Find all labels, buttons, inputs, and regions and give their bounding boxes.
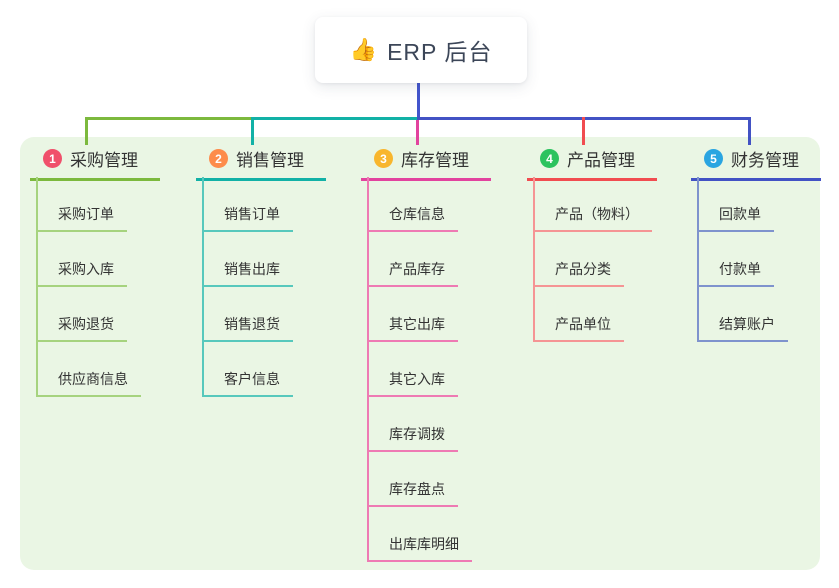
connector-drop-product: [582, 117, 585, 145]
mindmap-child-node[interactable]: 仓库信息: [367, 204, 458, 232]
mindmap-child-node[interactable]: 产品分类: [533, 259, 624, 287]
connector-drop-inventory: [416, 120, 419, 145]
branch-header-finance[interactable]: 5 财务管理: [691, 146, 821, 181]
branch-child-connector: [367, 177, 369, 562]
mindmap-child-node[interactable]: 产品（物料）: [533, 204, 652, 232]
branch-child-connector: [533, 177, 535, 342]
thumbs-up-icon: 👍: [349, 37, 378, 62]
branch-number-badge: 3: [374, 149, 393, 168]
connector-drop-finance: [748, 117, 751, 145]
connector-root-vertical: [417, 83, 420, 120]
connector-drop-sales: [251, 117, 254, 145]
branch-label: 产品管理: [567, 151, 635, 170]
branch-sales: 2 销售管理 销售订单 销售出库 销售退货 客户信息: [196, 146, 366, 397]
connector-backbone-sales: [251, 117, 418, 120]
branch-child-connector: [697, 177, 699, 342]
mindmap-child-node[interactable]: 销售出库: [202, 259, 293, 287]
branch-number-badge: 5: [704, 149, 723, 168]
root-node[interactable]: 👍 ERP 后台: [315, 17, 527, 83]
branches-panel: [20, 137, 820, 570]
branch-inventory: 3 库存管理 仓库信息 产品库存 其它出库 其它入库 库存调拨 库存盘点 出库库…: [361, 146, 531, 562]
mindmap-child-node[interactable]: 结算账户: [697, 314, 788, 342]
branch-header-product[interactable]: 4 产品管理: [527, 146, 657, 181]
branch-number-badge: 4: [540, 149, 559, 168]
mindmap-child-node[interactable]: 采购入库: [36, 259, 127, 287]
mindmap-child-node[interactable]: 销售退货: [202, 314, 293, 342]
mindmap-child-node[interactable]: 库存盘点: [367, 479, 458, 507]
mindmap-child-node[interactable]: 付款单: [697, 259, 774, 287]
mindmap-child-node[interactable]: 出库库明细: [367, 534, 472, 562]
branch-product: 4 产品管理 产品（物料） 产品分类 产品单位: [527, 146, 697, 342]
branch-label: 采购管理: [70, 151, 138, 170]
branch-header-inventory[interactable]: 3 库存管理: [361, 146, 491, 181]
mindmap-child-node[interactable]: 回款单: [697, 204, 774, 232]
branch-header-purchase[interactable]: 1 采购管理: [30, 146, 160, 181]
branch-header-sales[interactable]: 2 销售管理: [196, 146, 326, 181]
branch-label: 财务管理: [731, 151, 799, 170]
root-title: ERP 后台: [387, 39, 493, 65]
branch-child-connector: [202, 177, 204, 397]
mindmap-child-node[interactable]: 采购订单: [36, 204, 127, 232]
branch-finance: 5 财务管理 回款单 付款单 结算账户: [691, 146, 839, 342]
mindmap-child-node[interactable]: 库存调拨: [367, 424, 458, 452]
mindmap-child-node[interactable]: 采购退货: [36, 314, 127, 342]
branch-child-connector: [36, 177, 38, 397]
mindmap-child-node[interactable]: 供应商信息: [36, 369, 141, 397]
mindmap-child-node[interactable]: 销售订单: [202, 204, 293, 232]
mindmap-child-node[interactable]: 产品库存: [367, 259, 458, 287]
branch-label: 库存管理: [401, 151, 469, 170]
branch-number-badge: 2: [209, 149, 228, 168]
mindmap-child-node[interactable]: 产品单位: [533, 314, 624, 342]
connector-backbone-purchase: [85, 117, 253, 120]
connector-drop-purchase: [85, 117, 88, 145]
branch-label: 销售管理: [236, 151, 304, 170]
branch-number-badge: 1: [43, 149, 62, 168]
mindmap-child-node[interactable]: 其它出库: [367, 314, 458, 342]
branch-purchase: 1 采购管理 采购订单 采购入库 采购退货 供应商信息: [30, 146, 200, 397]
mindmap-child-node[interactable]: 其它入库: [367, 369, 458, 397]
mindmap-child-node[interactable]: 客户信息: [202, 369, 293, 397]
